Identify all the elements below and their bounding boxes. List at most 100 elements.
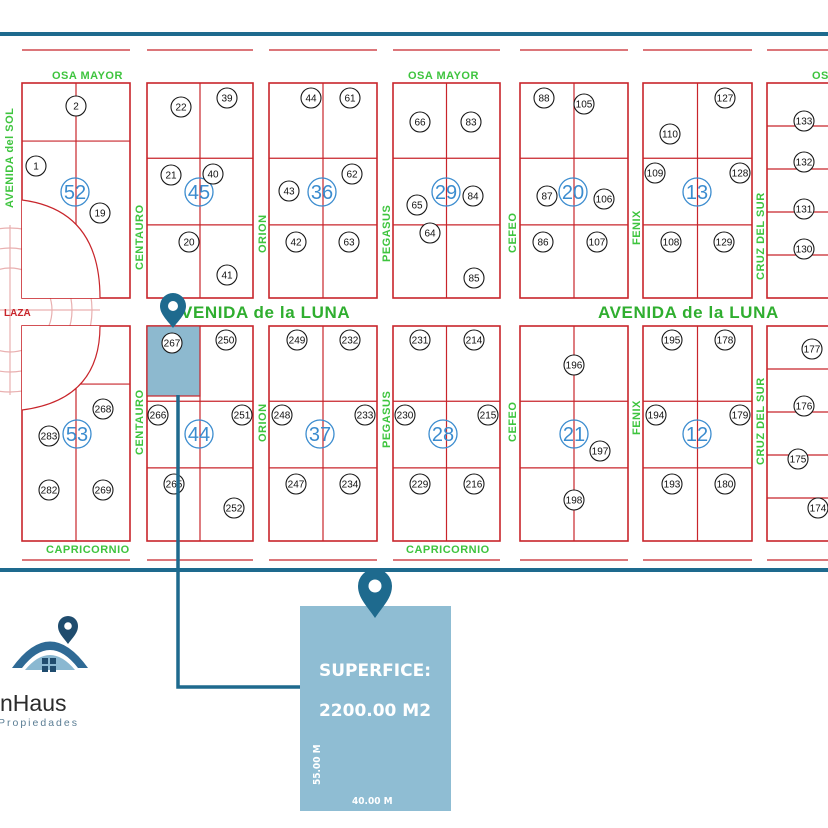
block-number-21[interactable]: 21: [559, 419, 589, 449]
lot-marker-234[interactable]: 234: [339, 473, 361, 495]
lot-marker-85[interactable]: 85: [463, 267, 485, 289]
lot-marker-109[interactable]: 109: [644, 162, 666, 184]
lot-circle: [341, 163, 363, 185]
lot-circle: [38, 425, 60, 447]
lot-marker-252[interactable]: 252: [223, 497, 245, 519]
lot-marker-130[interactable]: 130: [793, 238, 815, 260]
lot-number: 230: [397, 411, 414, 422]
lot-marker-44[interactable]: 44: [300, 87, 322, 109]
block-number-44[interactable]: 44: [184, 419, 214, 449]
lot-marker-84[interactable]: 84: [462, 185, 484, 207]
block-number-28[interactable]: 28: [428, 419, 458, 449]
lot-marker-247[interactable]: 247: [285, 473, 307, 495]
lot-marker-249[interactable]: 249: [286, 329, 308, 351]
lot-marker-83[interactable]: 83: [460, 111, 482, 133]
lot-number: 44: [305, 94, 317, 105]
lot-number: 266: [150, 411, 167, 422]
lot-marker-86[interactable]: 86: [532, 231, 554, 253]
lot-marker-20[interactable]: 20: [178, 231, 200, 253]
block-number-45[interactable]: 45: [184, 177, 214, 207]
block-number-52[interactable]: 52: [60, 177, 90, 207]
lot-marker-177[interactable]: 177: [801, 338, 823, 360]
block-number-36[interactable]: 36: [307, 177, 337, 207]
lot-marker-62[interactable]: 62: [341, 163, 363, 185]
lot-marker-282[interactable]: 282: [38, 479, 60, 501]
lot-marker-232[interactable]: 232: [339, 329, 361, 351]
lot-number: 282: [41, 486, 58, 497]
lot-marker-40[interactable]: 40: [202, 163, 224, 185]
lot-number: 283: [41, 432, 58, 443]
lot-marker-133[interactable]: 133: [793, 110, 815, 132]
block-number-53[interactable]: 53: [62, 419, 92, 449]
lot-marker-197[interactable]: 197: [589, 440, 611, 462]
lot-marker-128[interactable]: 128: [729, 162, 751, 184]
lot-marker-248[interactable]: 248: [271, 404, 293, 426]
lot-marker-251[interactable]: 251: [231, 404, 253, 426]
lot-marker-66[interactable]: 66: [409, 111, 431, 133]
block-number-20[interactable]: 20: [558, 177, 588, 207]
lot-marker-41[interactable]: 41: [216, 264, 238, 286]
lot-marker-179[interactable]: 179: [729, 404, 751, 426]
lot-marker-1[interactable]: 1: [25, 155, 47, 177]
lot-marker-132[interactable]: 132: [793, 151, 815, 173]
lot-marker-176[interactable]: 176: [793, 395, 815, 417]
lot-marker-107[interactable]: 107: [586, 231, 608, 253]
lot-marker-269[interactable]: 269: [92, 479, 114, 501]
company-logo: nHaus Propiedades: [0, 616, 88, 729]
block-number-29[interactable]: 29: [431, 177, 461, 207]
lot-marker-106[interactable]: 106: [593, 188, 615, 210]
lot-marker-195[interactable]: 195: [661, 329, 683, 351]
lot-marker-196[interactable]: 196: [563, 354, 585, 376]
lot-marker-266[interactable]: 266: [147, 404, 169, 426]
lot-marker-215[interactable]: 215: [477, 404, 499, 426]
lot-number: 177: [804, 345, 821, 356]
lot-marker-129[interactable]: 129: [713, 231, 735, 253]
lot-marker-65[interactable]: 65: [406, 194, 428, 216]
lot-marker-21[interactable]: 21: [160, 164, 182, 186]
lot-marker-180[interactable]: 180: [714, 473, 736, 495]
lot-marker-193[interactable]: 193: [661, 473, 683, 495]
lot-marker-105[interactable]: 105: [573, 93, 595, 115]
lot-marker-64[interactable]: 64: [419, 222, 441, 244]
lot-marker-250[interactable]: 250: [215, 329, 237, 351]
lot-marker-194[interactable]: 194: [645, 404, 667, 426]
lot-marker-2[interactable]: 2: [65, 95, 87, 117]
lot-marker-268[interactable]: 268: [92, 398, 114, 420]
street-orion-top: ORION: [257, 214, 269, 253]
lot-marker-61[interactable]: 61: [339, 87, 361, 109]
lot-marker-88[interactable]: 88: [533, 87, 555, 109]
lot-marker-229[interactable]: 229: [409, 473, 431, 495]
lot-marker-110[interactable]: 110: [659, 123, 681, 145]
lot-marker-42[interactable]: 42: [285, 231, 307, 253]
plaza[interactable]: LAZA: [0, 225, 100, 395]
lot-marker-283[interactable]: 283: [38, 425, 60, 447]
lot-marker-178[interactable]: 178: [714, 329, 736, 351]
lot-marker-39[interactable]: 39: [216, 87, 238, 109]
lot-marker-216[interactable]: 216: [463, 473, 485, 495]
lot-number: 21: [165, 171, 177, 182]
lot-marker-131[interactable]: 131: [793, 198, 815, 220]
lot-marker-230[interactable]: 230: [394, 404, 416, 426]
lot-marker-174[interactable]: 174: [807, 497, 828, 519]
lot-marker-175[interactable]: 175: [787, 448, 809, 470]
lot-marker-108[interactable]: 108: [660, 231, 682, 253]
lot-marker-19[interactable]: 19: [89, 202, 111, 224]
lot-marker-198[interactable]: 198: [563, 489, 585, 511]
lot-marker-214[interactable]: 214: [463, 329, 485, 351]
lot-marker-43[interactable]: 43: [278, 180, 300, 202]
block-number-13[interactable]: 13: [682, 177, 712, 207]
lot-marker-127[interactable]: 127: [714, 87, 736, 109]
lot-marker-267[interactable]: 267: [161, 332, 183, 354]
lot-marker-22[interactable]: 22: [170, 96, 192, 118]
lot-marker-265[interactable]: 265: [163, 473, 185, 495]
lot-circle: [659, 123, 681, 145]
lot-number: 63: [343, 238, 355, 249]
lot-marker-233[interactable]: 233: [354, 404, 376, 426]
block-number-12[interactable]: 12: [682, 419, 712, 449]
lot-marker-63[interactable]: 63: [338, 231, 360, 253]
logo-name: nHaus: [0, 690, 66, 716]
lot-marker-231[interactable]: 231: [409, 329, 431, 351]
lot-marker-87[interactable]: 87: [536, 185, 558, 207]
block-number-37[interactable]: 37: [305, 419, 335, 449]
lot-info-card[interactable]: SUPERFICE: 2200.00 M2 55.00 M 40.00 M: [300, 606, 451, 811]
